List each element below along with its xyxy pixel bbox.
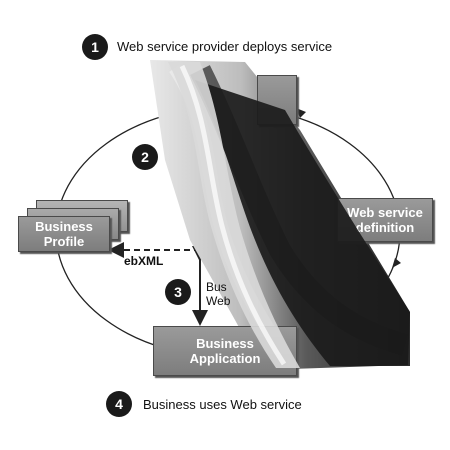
business-profile-box: Business Profile: [18, 216, 110, 252]
web-service-definition-box: Web service definition: [337, 198, 433, 242]
step-badge-4: 4: [106, 391, 132, 417]
business-web-label-line1: Bus: [206, 280, 227, 294]
svg-text:1: 1: [91, 39, 99, 55]
business-application-line1: Business: [196, 336, 254, 351]
ebxml-label: ebXML: [124, 254, 164, 268]
business-application-line2: Application: [189, 351, 261, 366]
step-badge-3: 3: [165, 279, 191, 305]
svg-text:3: 3: [174, 284, 182, 300]
step-4-text: Business uses Web service: [143, 397, 302, 412]
web-service-definition-line1: Web service: [347, 205, 423, 220]
business-web-label-line2: Web: [206, 294, 231, 308]
svg-text:4: 4: [115, 396, 123, 412]
step-1-text: Web service provider deploys service: [117, 39, 333, 54]
step-badge-1: 1: [82, 34, 108, 60]
svg-text:2: 2: [141, 149, 149, 165]
step-badge-2: 2: [132, 144, 158, 170]
business-application-box: Business Application: [153, 326, 297, 376]
web-service-definition-line2: definition: [355, 220, 415, 235]
business-profile-line2: Profile: [43, 234, 85, 249]
business-profile-line1: Business: [35, 219, 93, 234]
registry-box-top: [257, 75, 297, 125]
